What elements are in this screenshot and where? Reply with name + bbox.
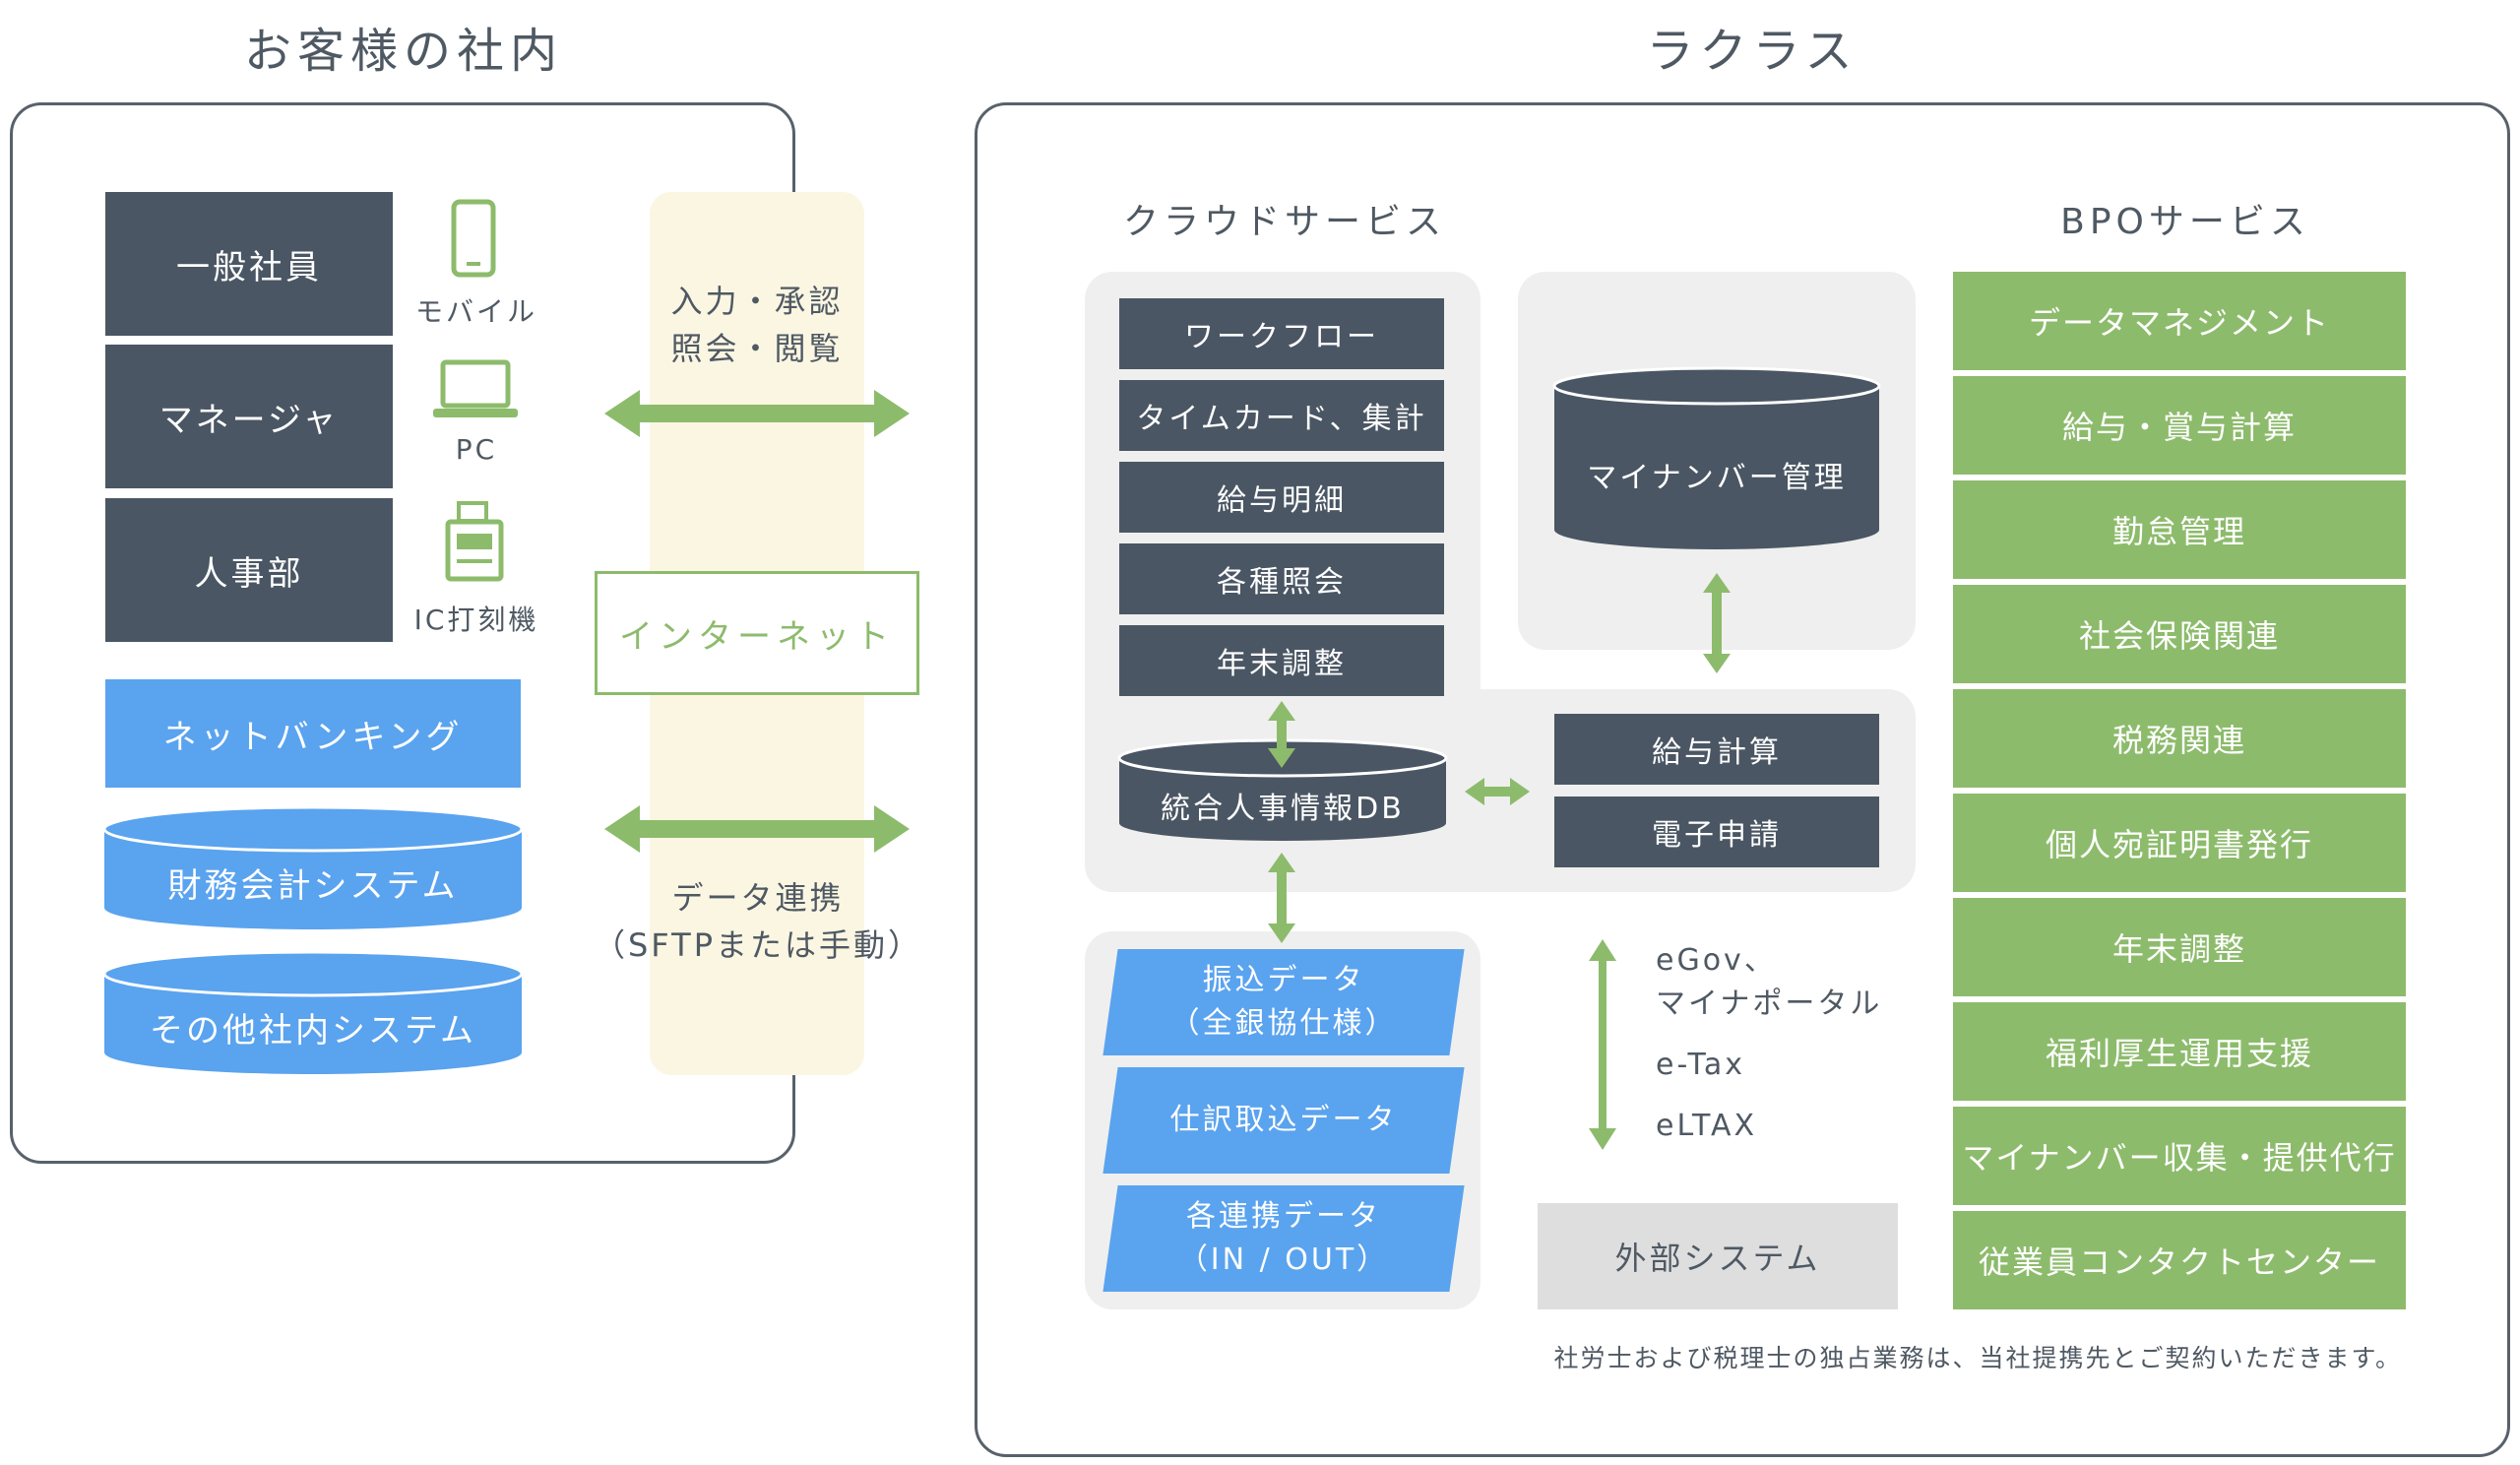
sftp-manual-line: （SFTPまたは手動） bbox=[593, 926, 922, 964]
arrow-db-payroll bbox=[1465, 778, 1530, 805]
module-payslip: 給与明細 bbox=[1119, 462, 1444, 533]
net-banking-box: ネットバンキング bbox=[105, 679, 521, 788]
device-label-ic-recorder: IC打刻機 bbox=[413, 604, 539, 636]
module-inquiry: 各種照会 bbox=[1119, 543, 1444, 614]
device-label-mobile: モバイル bbox=[414, 295, 537, 328]
journal-data-line: 仕訳取込データ bbox=[1169, 1103, 1398, 1137]
arrow-mynumber-payroll bbox=[1703, 573, 1731, 673]
bpo-item-mynumber: マイナンバー収集・提供代行 bbox=[1953, 1107, 2406, 1205]
other-system-cylinder bbox=[102, 950, 524, 1074]
bpo-item-tax: 税務関連 bbox=[1953, 689, 2406, 788]
integrated-hr-db-cylinder bbox=[1117, 738, 1448, 841]
mynumber-cylinder bbox=[1552, 366, 1881, 549]
cloud-service-title: クラウドサービス bbox=[1122, 202, 1446, 242]
ic-time-recorder-icon bbox=[445, 501, 504, 582]
integrated-hr-db-label: 統合人事情報DB bbox=[1161, 792, 1405, 826]
external-system-box: 外部システム bbox=[1538, 1203, 1898, 1309]
customer-section-title: お客様の社内 bbox=[243, 24, 563, 79]
transfer-data-shape: 振込データ （全銀協仕様） bbox=[1102, 949, 1465, 1055]
finance-system-label: 財務会計システム bbox=[167, 865, 459, 906]
mynumber-label: マイナンバー管理 bbox=[1587, 461, 1847, 495]
linked-data-shape: 各連携データ （IN / OUT） bbox=[1102, 1185, 1465, 1292]
etax-line: e-Tax bbox=[1656, 1048, 1746, 1082]
rakuras-frame bbox=[975, 102, 2510, 1457]
device-label-pc: PC bbox=[455, 433, 498, 466]
input-approval-label: 入力・承認 照会・閲覧 bbox=[630, 278, 884, 372]
egov-line: eGov、 bbox=[1656, 943, 1777, 978]
bpo-service-title: BPOサービス bbox=[2060, 202, 2310, 242]
payroll-calc-box: 給与計算 bbox=[1554, 714, 1879, 785]
eltax-line: eLTAX bbox=[1656, 1109, 1758, 1143]
double-arrow-input bbox=[604, 390, 910, 437]
bpo-item-social-insurance: 社会保険関連 bbox=[1953, 585, 2406, 683]
arrow-db-export bbox=[1268, 853, 1295, 943]
bpo-item-certificate: 個人宛証明書発行 bbox=[1953, 794, 2406, 892]
e-filing-box: 電子申請 bbox=[1554, 796, 1879, 867]
double-arrow-data bbox=[604, 805, 910, 853]
bpo-item-contact-center: 従業員コンタクトセンター bbox=[1953, 1211, 2406, 1309]
transfer-data-line: 振込データ bbox=[1202, 963, 1365, 997]
in-out-line: （IN / OUT） bbox=[1177, 1242, 1390, 1277]
zengin-spec-line: （全銀協仕様） bbox=[1169, 1006, 1398, 1041]
data-link-label: データ連携 （SFTPまたは手動） bbox=[591, 874, 925, 969]
journal-data-shape: 仕訳取込データ bbox=[1102, 1067, 1465, 1174]
bpo-item-welfare: 福利厚生運用支援 bbox=[1953, 1002, 2406, 1101]
bpo-item-salary-bonus: 給与・賞与計算 bbox=[1953, 376, 2406, 475]
internet-box: インターネット bbox=[595, 571, 919, 695]
bpo-item-year-end: 年末調整 bbox=[1953, 898, 2406, 996]
role-hr: 人事部 bbox=[105, 498, 393, 642]
data-link-line: データ連携 bbox=[671, 879, 845, 917]
role-manager: マネージャ bbox=[105, 345, 393, 488]
arrow-modules-db bbox=[1268, 701, 1295, 768]
finance-system-cylinder bbox=[102, 805, 524, 929]
module-timecard: タイムカード、集計 bbox=[1119, 380, 1444, 451]
rakuras-section-title: ラクラス bbox=[1646, 24, 1858, 79]
arrow-gov bbox=[1589, 939, 1616, 1150]
laptop-icon bbox=[433, 359, 518, 417]
mobile-phone-icon bbox=[451, 199, 496, 278]
mynaportal-line: マイナポータル bbox=[1656, 987, 1883, 1021]
footnote: 社労士および税理士の独占業務は、当社提携先とご契約いただきます。 bbox=[1553, 1344, 2402, 1372]
bpo-item-attendance: 勤怠管理 bbox=[1953, 480, 2406, 579]
module-workflow: ワークフロー bbox=[1119, 298, 1444, 369]
view-browse-line: 照会・閲覧 bbox=[670, 330, 844, 367]
module-year-end: 年末調整 bbox=[1119, 625, 1444, 696]
input-approval-line: 入力・承認 bbox=[670, 283, 844, 320]
other-system-label: その他社内システム bbox=[150, 1010, 476, 1051]
role-general-employee: 一般社員 bbox=[105, 192, 393, 336]
linked-data-line: 各連携データ bbox=[1186, 1199, 1381, 1234]
bpo-item-data-management: データマネジメント bbox=[1953, 272, 2406, 370]
gov-services-label: eGov、 マイナポータル e-Tax eLTAX bbox=[1656, 939, 1882, 1148]
